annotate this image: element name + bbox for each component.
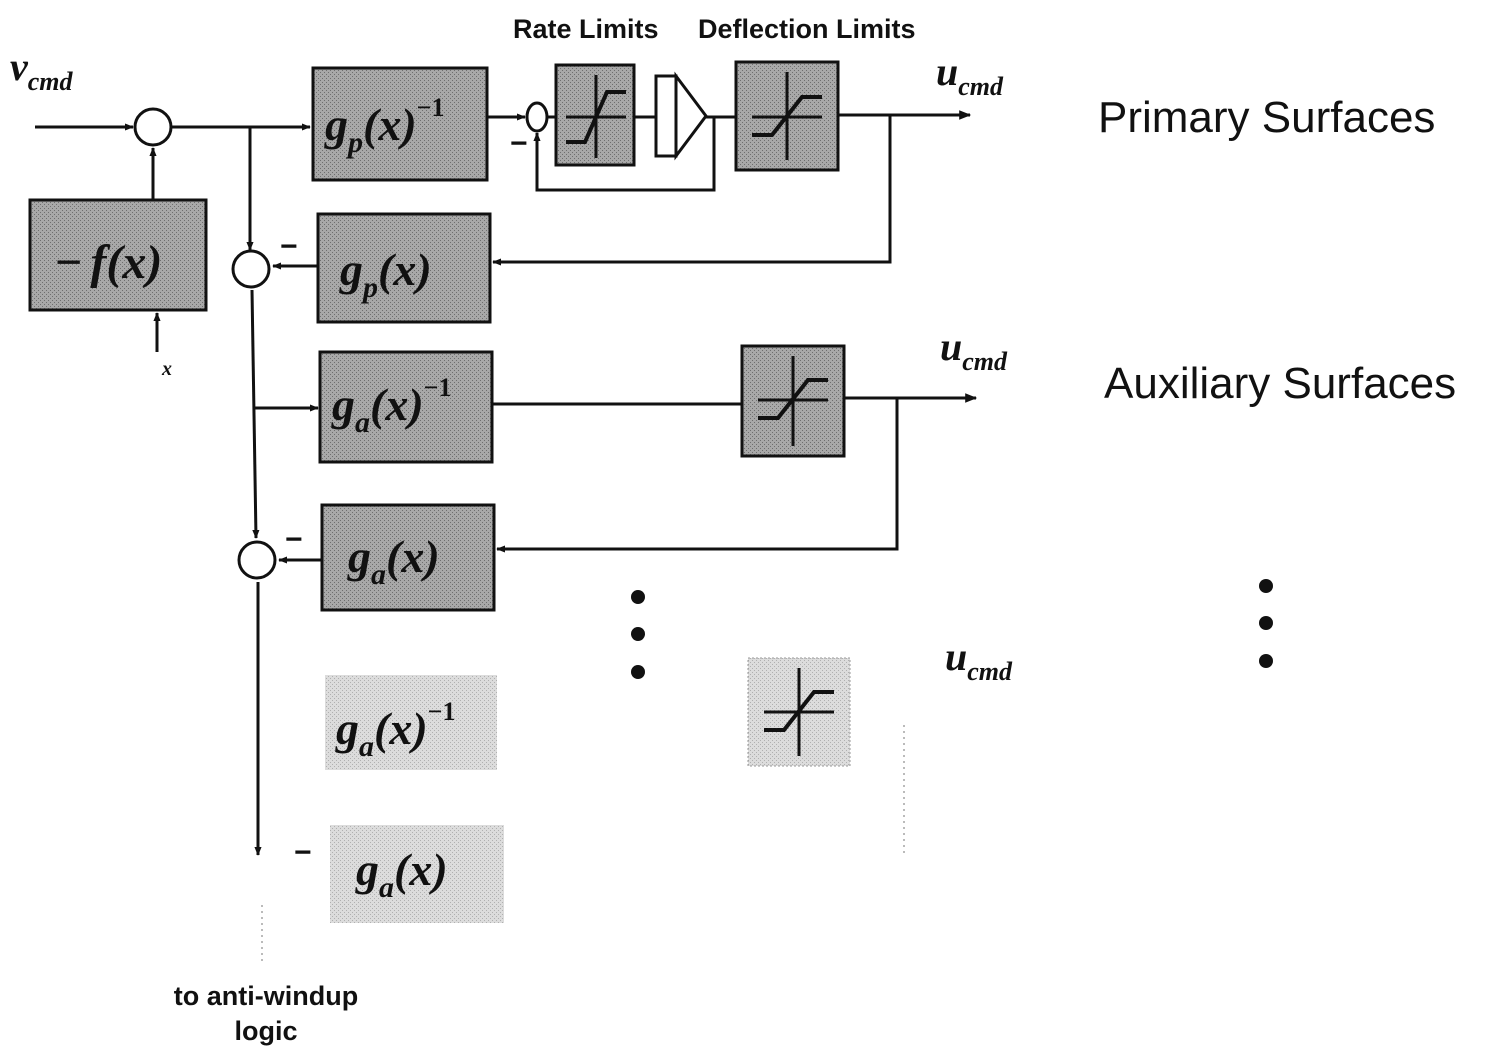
- block-gp-label: gp(x): [339, 244, 432, 304]
- auxiliary-feedback-wire: [496, 398, 899, 553]
- block-ga-faded: ga(x): [330, 825, 504, 923]
- faded-minus-sign: −: [294, 836, 312, 869]
- primary-output-label: ucmd: [936, 49, 1004, 101]
- deflection-limit-block-auxiliary: [740, 344, 846, 458]
- anti-windup-label-line1: to anti-windup: [174, 981, 358, 1011]
- rate-feedback-minus-sign: −: [510, 127, 528, 160]
- ellipsis-dots-right: [1259, 579, 1273, 668]
- anti-windup-label-line2: logic: [234, 1016, 297, 1046]
- auxiliary-output-label: ucmd: [940, 324, 1008, 376]
- block-ga-inverse-faded: ga(x)−1: [325, 675, 497, 770]
- block-gp: gp(x): [316, 212, 492, 324]
- block-minus-f: −f(x): [28, 198, 208, 312]
- block-minus-f-label: −f(x): [55, 236, 162, 289]
- block-gp-inverse-label: gp(x)−1: [324, 93, 444, 159]
- sum3-minus-sign: −: [285, 523, 303, 556]
- sum-junction-auxiliary: [237, 540, 277, 580]
- extra-output-label: ucmd: [945, 634, 1013, 686]
- block-ga-inverse-label: ga(x)−1: [331, 373, 451, 439]
- block-ga-label: ga(x): [347, 531, 440, 591]
- rate-limit-block: [554, 63, 636, 167]
- sum2-minus-sign: −: [280, 230, 298, 263]
- block-gp-inverse: gp(x)−1: [311, 66, 489, 182]
- input-signal-label: vcmd: [10, 44, 74, 96]
- x-input-label: x: [161, 358, 172, 380]
- auxiliary-surfaces-label: Auxiliary Surfaces: [1104, 359, 1456, 408]
- rate-feedback-wire: [533, 117, 716, 192]
- block-ga-inverse-faded-label: ga(x)−1: [335, 697, 455, 763]
- block-ga: ga(x): [320, 503, 496, 612]
- primary-surfaces-label: Primary Surfaces: [1098, 93, 1435, 142]
- ellipsis-dots-middle: [631, 590, 645, 679]
- deflection-limit-block-faded: [747, 657, 851, 767]
- sum-junction-rate: [525, 101, 549, 133]
- bus-to-sum3-wire: [250, 289, 260, 539]
- integrator-block: [654, 71, 708, 161]
- deflection-limit-block-primary: [734, 60, 840, 172]
- deflection-limits-header: Deflection Limits: [698, 14, 916, 44]
- rate-limits-header: Rate Limits: [513, 14, 659, 44]
- sum-junction-input: [133, 107, 173, 147]
- block-ga-faded-label: ga(x): [355, 844, 448, 904]
- block-ga-inverse: ga(x)−1: [318, 350, 494, 464]
- sum-junction-primary: [231, 249, 271, 289]
- primary-feedback-wire: [492, 115, 892, 266]
